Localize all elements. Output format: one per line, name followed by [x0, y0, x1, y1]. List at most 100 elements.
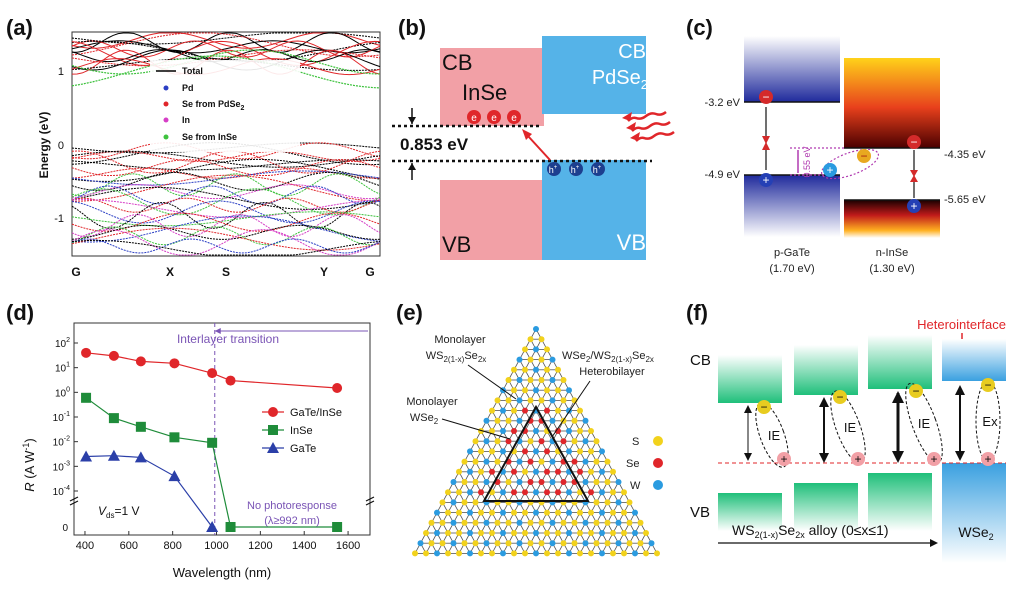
gate-name: p-GaTe	[774, 247, 810, 259]
atom	[538, 336, 545, 343]
monolayer-wse2-label: Monolayer	[406, 396, 458, 408]
atom	[533, 530, 539, 536]
atom	[604, 519, 611, 526]
level-value: -5.65 eV	[944, 194, 986, 206]
atom	[511, 407, 517, 414]
inse-valence-band	[844, 200, 940, 238]
atom	[549, 479, 556, 485]
exciton-1: − + IE	[755, 400, 791, 468]
legend-se-inse-dot	[163, 134, 169, 140]
legend-marker-gate	[267, 442, 279, 453]
atom	[456, 550, 462, 557]
panel-b: (b) CB InSe CB PdSe2 VB VB 0.853 eV e e …	[390, 0, 680, 290]
pointer-line	[467, 364, 517, 400]
atom	[472, 540, 479, 547]
data-point	[81, 347, 92, 358]
atom	[544, 366, 550, 373]
atom	[610, 509, 616, 516]
band-line	[71, 40, 381, 66]
hole-symbol: +	[762, 173, 769, 187]
atom	[489, 407, 495, 414]
atom	[555, 509, 561, 516]
atom	[450, 479, 457, 485]
electron	[757, 400, 771, 414]
atom	[533, 326, 539, 332]
light-icon	[622, 110, 675, 142]
cb-right-label: CB	[618, 41, 646, 63]
panel-e: (e) Monolayer WS2(1-x)Se2x WSe2/WS2(1-x)…	[390, 295, 680, 590]
band-line	[71, 226, 381, 246]
atom	[599, 448, 605, 455]
electron	[759, 90, 773, 104]
atom	[604, 499, 611, 506]
band-line	[71, 32, 381, 58]
band-line	[71, 211, 381, 227]
atom	[527, 479, 534, 485]
atom	[478, 448, 484, 455]
vb-left-label: VB	[442, 232, 471, 257]
panel-a: (a) Energy (eV) 1 0 -1 G X S Y G Total P…	[0, 0, 390, 290]
cb-left-label: CB	[442, 50, 473, 75]
y-tick-label: 10-3	[53, 460, 70, 473]
legend-in: In	[182, 115, 190, 125]
band-line	[71, 167, 381, 179]
atom	[648, 540, 655, 547]
atom	[516, 417, 523, 424]
atom	[461, 458, 468, 465]
y-tick-label: 102	[55, 337, 70, 350]
atom	[472, 438, 479, 445]
band-line	[71, 200, 381, 224]
band-line	[71, 184, 381, 200]
data-point	[81, 392, 92, 403]
data-point	[168, 470, 181, 482]
atom	[555, 530, 561, 536]
atom	[494, 519, 501, 526]
gate-inse-alignment: (c) -3.2 eV -4.9 eV -4.35 eV -5.65 eV 0.…	[686, 15, 986, 275]
atom	[505, 397, 512, 404]
atom	[566, 387, 572, 394]
atom	[511, 550, 517, 557]
electron-symbol: e	[471, 113, 477, 124]
atom	[610, 468, 616, 475]
electron	[909, 384, 923, 398]
panel-label-b: (b)	[398, 15, 426, 40]
pdse2-valence-band	[542, 160, 646, 260]
atom	[610, 550, 616, 557]
atom	[588, 468, 594, 475]
atom	[494, 438, 501, 445]
atom	[621, 530, 627, 536]
hole-symbol: h+	[593, 165, 602, 175]
atom	[538, 356, 545, 363]
atom	[555, 366, 561, 373]
electron	[487, 110, 501, 124]
y-tick: 1	[58, 66, 64, 78]
atom	[511, 387, 517, 394]
atom	[456, 530, 462, 536]
exciton-4: − + Ex	[975, 378, 1001, 466]
exciton-3: − + IE	[905, 382, 943, 466]
heterobilayer-formula: WSe2/WS2(1-x)Se2x	[562, 350, 654, 364]
atom	[538, 540, 545, 547]
atom	[467, 550, 473, 557]
atom	[445, 530, 451, 536]
atom	[500, 530, 506, 536]
atom	[626, 499, 633, 506]
wse2-vb	[942, 463, 1006, 563]
electron	[981, 378, 995, 392]
atom	[566, 428, 572, 434]
atom	[467, 509, 473, 516]
ie-label: IE	[844, 420, 857, 435]
legend-inse: InSe	[290, 425, 313, 437]
atom	[439, 540, 446, 547]
atom	[500, 428, 506, 434]
atom	[643, 550, 649, 557]
atom	[544, 509, 550, 516]
inse-label: InSe	[462, 80, 507, 105]
atom	[593, 458, 600, 465]
atom	[571, 417, 578, 424]
ie-label: IE	[918, 416, 931, 431]
x-tick-label: 600	[120, 540, 138, 552]
atom	[522, 407, 528, 414]
atom	[483, 479, 490, 485]
atom	[621, 509, 627, 516]
